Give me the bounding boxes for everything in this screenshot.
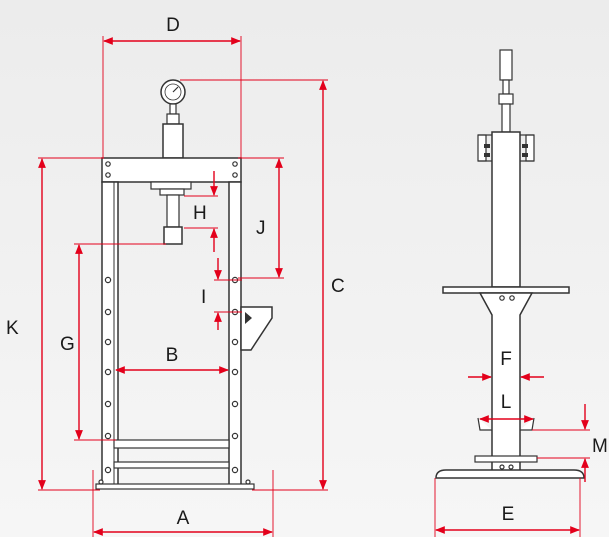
- pressure-gauge: [160, 79, 186, 125]
- label-e: E: [502, 504, 515, 525]
- label-l: L: [501, 392, 512, 413]
- dimension-labels: D A K G C J H I B F L M E: [6, 15, 608, 529]
- label-j: J: [256, 218, 266, 239]
- side-top-clamps: [477, 134, 535, 162]
- label-i: I: [201, 287, 206, 308]
- side-view: [435, 49, 585, 479]
- working-table: [113, 439, 230, 449]
- label-h: H: [193, 203, 207, 224]
- hydraulic-cylinder: [162, 123, 184, 159]
- label-g: G: [60, 334, 75, 355]
- pump-bracket: [240, 306, 273, 351]
- right-upright: [228, 181, 242, 487]
- label-a: A: [177, 508, 190, 529]
- base-bar: [95, 483, 255, 490]
- side-foot-right: [520, 417, 535, 431]
- side-base-bracket: [474, 455, 538, 463]
- side-lower-column: [478, 292, 534, 473]
- label-d: D: [166, 15, 180, 36]
- label-b: B: [166, 345, 179, 366]
- label-c: C: [331, 276, 345, 297]
- label-k: K: [6, 318, 19, 339]
- side-table-plate: [442, 286, 570, 294]
- side-pump-handle: [498, 49, 514, 133]
- top-crossbeam: [101, 157, 242, 183]
- front-view: [95, 79, 273, 490]
- label-f: F: [500, 349, 512, 370]
- dimension-lines: [38, 36, 590, 537]
- ram: [150, 181, 192, 245]
- upright-holes: [104, 276, 239, 474]
- side-foot-left: [477, 417, 492, 431]
- side-base-plate: [435, 469, 585, 479]
- label-m: M: [592, 436, 608, 457]
- lower-beam: [113, 461, 230, 469]
- side-column: [491, 131, 521, 288]
